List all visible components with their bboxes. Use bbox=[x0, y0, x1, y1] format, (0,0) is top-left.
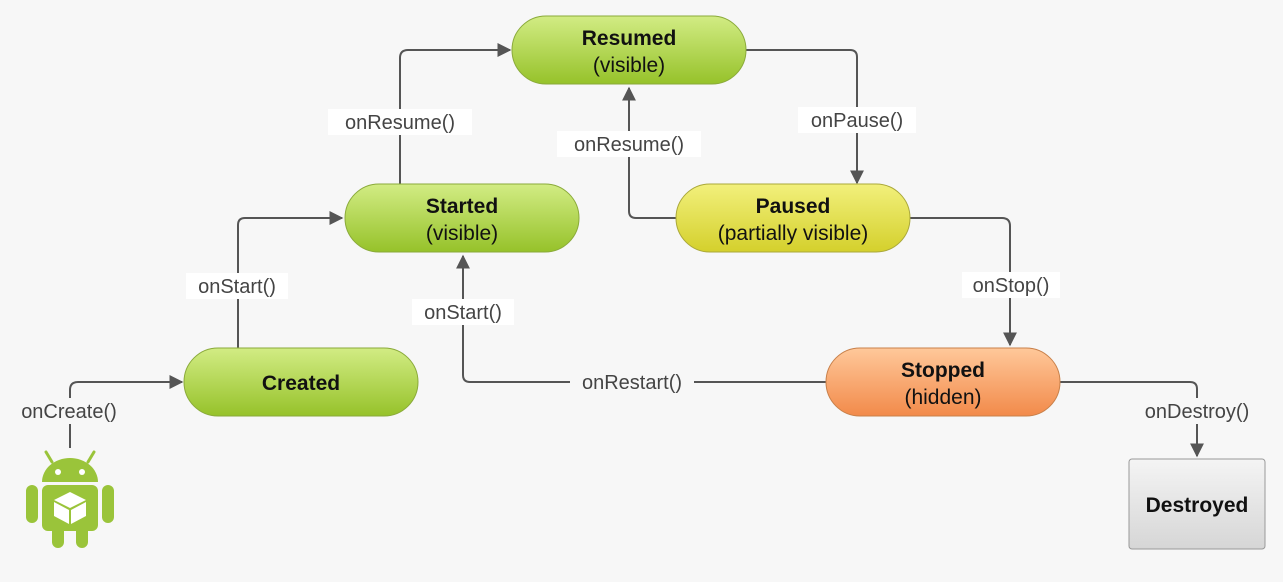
svg-text:onResume(): onResume() bbox=[345, 112, 455, 134]
state-resumed: Resumed (visible) bbox=[511, 15, 747, 85]
state-resumed-sub: (visible) bbox=[593, 54, 665, 77]
state-paused: Paused (partially visible) bbox=[675, 183, 911, 253]
label-on-pause: onPause() bbox=[798, 107, 916, 133]
svg-text:onRestart(): onRestart() bbox=[582, 372, 682, 394]
state-destroyed: Destroyed bbox=[1128, 458, 1266, 550]
label-on-start-right: onStart() bbox=[412, 299, 514, 325]
svg-text:onDestroy(): onDestroy() bbox=[1145, 401, 1249, 423]
edge-on-destroy bbox=[1060, 381, 1204, 458]
state-started-name: Started bbox=[426, 195, 498, 218]
edge-on-start-left bbox=[237, 211, 344, 350]
edge-on-stop bbox=[908, 217, 1017, 347]
state-stopped: Stopped (hidden) bbox=[825, 347, 1061, 417]
edge-on-resume-left bbox=[399, 43, 512, 186]
label-on-stop: onStop() bbox=[962, 272, 1060, 298]
state-started: Started (visible) bbox=[344, 183, 580, 253]
state-resumed-name: Resumed bbox=[582, 27, 677, 50]
state-paused-sub: (partially visible) bbox=[718, 222, 869, 245]
svg-text:onStop(): onStop() bbox=[973, 275, 1050, 297]
edge-on-restart bbox=[456, 254, 826, 383]
label-on-resume-left: onResume() bbox=[328, 109, 472, 135]
state-created: Created bbox=[183, 347, 419, 417]
state-stopped-sub: (hidden) bbox=[904, 386, 981, 409]
label-on-resume-right: onResume() bbox=[557, 131, 701, 157]
edge-on-create bbox=[69, 375, 184, 448]
label-on-restart: onRestart() bbox=[570, 369, 694, 395]
box-icon bbox=[54, 492, 86, 524]
svg-text:onPause(): onPause() bbox=[811, 110, 903, 132]
state-stopped-name: Stopped bbox=[901, 359, 985, 382]
svg-text:onStart(): onStart() bbox=[198, 276, 276, 298]
svg-text:onResume(): onResume() bbox=[574, 134, 684, 156]
label-on-create: onCreate() bbox=[8, 398, 130, 424]
state-destroyed-name: Destroyed bbox=[1146, 494, 1249, 517]
edge-on-pause bbox=[746, 49, 864, 185]
state-created-name: Created bbox=[262, 372, 340, 395]
edge-on-resume-right bbox=[622, 86, 678, 219]
state-started-sub: (visible) bbox=[426, 222, 498, 245]
android-robot-icon bbox=[26, 450, 114, 548]
state-paused-name: Paused bbox=[756, 195, 831, 218]
label-on-start-left: onStart() bbox=[186, 273, 288, 299]
svg-text:onCreate(): onCreate() bbox=[21, 401, 117, 423]
label-on-destroy: onDestroy() bbox=[1133, 398, 1263, 424]
svg-text:onStart(): onStart() bbox=[424, 302, 502, 324]
